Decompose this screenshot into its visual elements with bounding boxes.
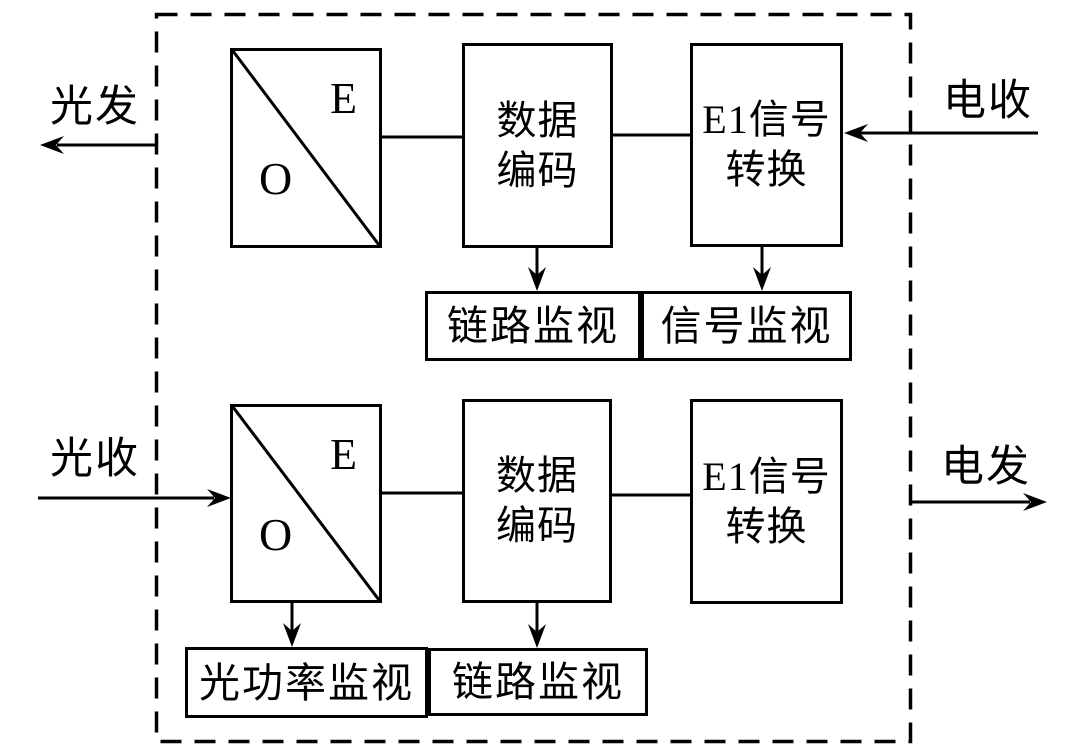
e1-signal-converter-bottom: E1信号 转换 (690, 399, 843, 604)
data-encoder-top: 数据 编码 (462, 43, 613, 248)
data-encoder-bottom-line1: 数据 (496, 453, 578, 498)
electrical-rx-label: 电收 (943, 78, 1033, 125)
data-encoder-top-line1: 数据 (496, 97, 579, 143)
e1-signal-converter-top: E1信号 转换 (690, 43, 843, 247)
electrical-rx-arrowhead-icon (844, 124, 868, 142)
link-monitor-bottom-label: 链路监视 (452, 659, 624, 705)
eo-diagonal-top (233, 51, 379, 245)
link-monitor-bottom: 链路监视 (428, 648, 648, 716)
e1-top-arrowhead-icon (753, 267, 771, 291)
data-encoder-top-line2: 编码 (496, 147, 579, 193)
electrical-tx-label: 电发 (941, 444, 1031, 491)
optical-power-monitor-label: 光功率监视 (199, 659, 414, 706)
data-encoder-bottom-line2: 编码 (496, 503, 578, 548)
link-monitor-top-label: 链路监视 (447, 303, 619, 349)
electrical-side-label: E (330, 74, 357, 123)
optical-side-label: O (259, 153, 293, 204)
electrical-tx-arrowhead-icon (1023, 493, 1047, 511)
data-encoder-bottom: 数据 编码 (462, 399, 612, 603)
optical-side-label: O (259, 509, 293, 560)
e1-converter-top-line1: E1信号 (702, 97, 831, 142)
e1-converter-bottom-line1: E1信号 (702, 453, 831, 499)
optical-rx-label: 光收 (50, 436, 140, 483)
dashed-boundary (154, 12, 913, 744)
encoder-bottom-arrowhead-icon (528, 624, 546, 648)
link-monitor-top: 链路监视 (425, 291, 641, 361)
eo-converter-top: E O (230, 48, 382, 248)
optical-power-monitor: 光功率监视 (185, 647, 428, 718)
signal-monitor-top: 信号监视 (641, 291, 852, 361)
optical-tx-label: 光发 (50, 84, 140, 131)
encoder-top-arrowhead-icon (528, 267, 546, 291)
eo-diagonal-bottom (233, 407, 379, 600)
e1-converter-bottom-line2: 转换 (725, 503, 808, 549)
electrical-side-label: E (330, 430, 357, 479)
e1-converter-top-line2: 转换 (725, 147, 808, 192)
optical-tx-arrowhead-icon (40, 136, 64, 154)
signal-monitor-label: 信号监视 (660, 303, 833, 349)
eo-converter-bottom: E O (230, 404, 382, 603)
optical-rx-arrowhead-icon (207, 489, 231, 507)
eo-bottom-arrowhead-icon (283, 623, 301, 647)
